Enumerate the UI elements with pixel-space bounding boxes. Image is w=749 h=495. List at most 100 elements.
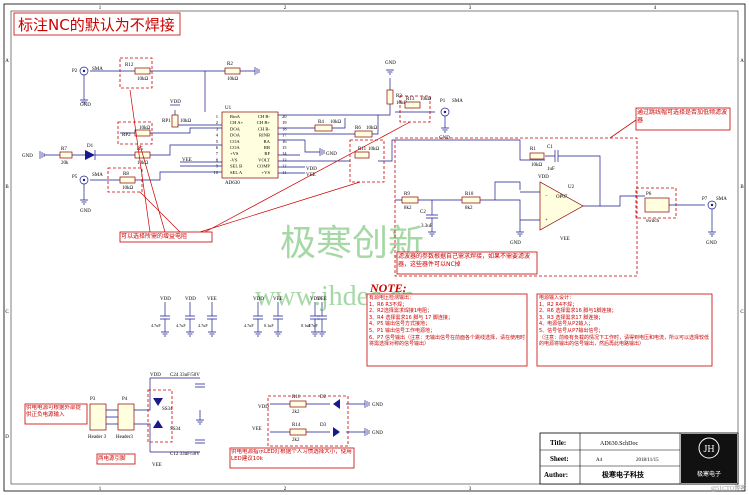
net-vdd-ic: VDD — [306, 167, 317, 172]
ref-r1: R1 — [530, 147, 536, 152]
ref-r11: R11 — [358, 147, 367, 152]
grid-row-B: B — [5, 185, 9, 190]
val-r7: 20k — [61, 161, 69, 166]
net-sma-p1: SMA — [452, 99, 463, 104]
notes-heading: NOTE: — [369, 281, 407, 295]
ic-pin-right-10: +VS — [262, 170, 271, 175]
ref-r9: R9 — [404, 192, 410, 197]
grid-col-4: 4 — [654, 6, 657, 11]
val-header3: Header 3 — [88, 435, 107, 440]
ref-r2: R2 — [227, 62, 233, 67]
decap-symbol-6 — [310, 302, 320, 337]
grid-row-A-r: A — [740, 59, 744, 64]
decap-symbol-3 — [207, 302, 217, 337]
ic-pinnum-left-1: 1 — [216, 114, 219, 119]
ref-r6: R6 — [355, 126, 361, 131]
grid-row-A: A — [5, 59, 9, 64]
notes-right-3: 3、R3 选择需求17 脚连接； — [539, 314, 604, 321]
ic-pin-left-7: +VS — [230, 151, 239, 156]
decap-net-5: VEE — [273, 297, 283, 302]
decap-value-7: 4.7uF — [308, 323, 318, 328]
notes-left-heading: 有源电压检测输出： — [369, 295, 415, 301]
val-c12: C12 33uF/50V — [170, 452, 200, 457]
ic-pinnum-right-10: 11 — [282, 170, 287, 175]
notes-right-2: 2、R6 选择需求16 脚与1脚连接； — [539, 308, 617, 315]
notes-left-1: 1、R6 R3不焊； — [369, 301, 408, 308]
grid-row-C-r: C — [740, 310, 744, 315]
ref-p5: P5 — [72, 175, 78, 180]
ref-p6: P6 — [646, 192, 652, 197]
val-r4: 10kΩ — [330, 120, 342, 125]
ic-pin-right-4: RINB — [259, 133, 270, 138]
grid-row-C: C — [5, 310, 9, 315]
notes-left-6: 6、P7 信号输出（注意：无输出信号在前面各个跳线选择，请在使用时将需选择对称的… — [369, 334, 525, 348]
ref-r8: R8 — [123, 172, 129, 177]
decap-net-6: VDD — [310, 297, 321, 302]
ic-pinnum-left-3: 3 — [216, 126, 219, 131]
svg-text:−: − — [545, 194, 548, 199]
ic-pin-left-2: CH A+ — [230, 120, 244, 125]
decap-symbol-5 — [273, 302, 283, 337]
callout-left: 可以选择所需的增益电阻 — [121, 233, 188, 240]
decap-symbol-7 — [317, 302, 327, 337]
gnd-p7: GND — [706, 241, 717, 246]
ref-p3: P3 — [90, 397, 96, 402]
ic-pin-right-5: RA — [264, 139, 271, 144]
net-sma-p5: SMA — [92, 173, 103, 178]
val-header3h: Header3 — [116, 435, 133, 440]
gnd-p1: GND — [439, 136, 450, 141]
val-c24: C24 33uF/50V — [170, 373, 200, 378]
val-r8: 10kΩ — [122, 186, 134, 191]
ic-pin-right-3: CH B- — [258, 126, 271, 131]
ic-pin-right-1: CH B- — [258, 114, 271, 119]
grid-col-3: 3 — [469, 6, 472, 11]
grid-col-3b: 3 — [469, 487, 472, 492]
ic-pin-left-4: DOA — [230, 133, 241, 138]
decap-value-4: 4.7uF — [244, 323, 254, 328]
decap-net-7: VEE — [317, 297, 327, 302]
grid-col-2: 2 — [284, 6, 287, 11]
ic-u1-ref: U1 — [225, 106, 232, 111]
ref-u2: U2 — [568, 185, 575, 190]
ic-pinnum-right-3: 18 — [282, 126, 287, 131]
ic-pinnum-right-5: 16 — [282, 139, 287, 144]
ref-r7: R7 — [61, 147, 67, 152]
val-c2: 3.3uF — [421, 224, 433, 229]
decap-net-4: VDD — [253, 297, 264, 302]
net-sma-p2: SMA — [92, 67, 103, 72]
ic-pin-right-2: CH B+ — [257, 120, 271, 125]
gnd-r11: GND — [326, 152, 337, 157]
gnd-led2: GND — [372, 431, 383, 436]
grid-col-1b: 1 — [99, 487, 102, 492]
net-sma-p7: SMA — [716, 197, 727, 202]
notes-right-5: 5、信号信号从P7输出信号； — [539, 327, 604, 334]
val-r11-led: 2k2 — [292, 410, 300, 415]
title-banner: 标注NC的默认为不焊接 — [18, 16, 175, 34]
ic-pinnum-right-2: 19 — [282, 120, 287, 125]
tb-size: A4 — [596, 458, 603, 463]
ic-u1 — [221, 111, 279, 179]
decap-symbol-1 — [160, 302, 170, 337]
ic-pinnum-left-4: 4 — [216, 133, 219, 138]
grid-col-1: 1 — [99, 6, 102, 11]
ref-ss34-2: SS34 — [170, 427, 181, 432]
tb-author-label: Author: — [544, 471, 568, 479]
net-vdd-pwr: VDD — [150, 373, 161, 378]
notes-left-2: 2、R2选择需求焊接1电阻； — [369, 308, 433, 315]
ref-r10: R10 — [465, 192, 474, 197]
val-r11: 10kΩ — [368, 147, 380, 152]
ic-pinnum-left-5: 5 — [216, 139, 219, 144]
tb-title-value: AD630.SchDoc — [600, 441, 638, 447]
val-r9: 8k2 — [404, 206, 412, 211]
ref-c1: C1 — [547, 145, 553, 150]
val-c1: 1uF — [547, 167, 555, 172]
decap-net-1: VDD — [160, 297, 171, 302]
decap-value-6: 0.1uF — [301, 323, 311, 328]
tb-sheet-label: Sheet: — [550, 455, 569, 463]
decap-net-2: VDD — [185, 297, 196, 302]
ic-pin-left-6: COA — [230, 145, 240, 150]
ic-pinnum-right-8: 13 — [282, 157, 287, 162]
decap-symbol-4 — [253, 302, 263, 337]
net-vee-led: VEE — [252, 427, 262, 432]
ref-d1: D1 — [87, 144, 94, 149]
